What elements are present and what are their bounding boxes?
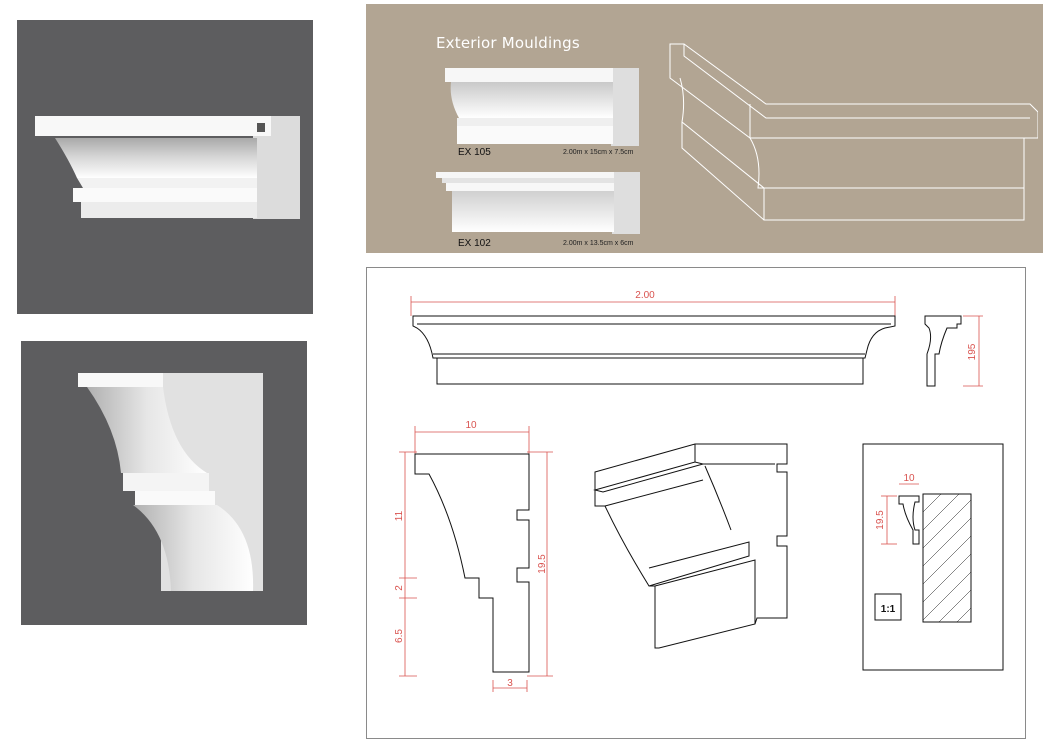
technical-drawing-svg: 2.00 195 10 11 2 6.5 19.5 3 10 19.5 [394, 290, 1004, 692]
dim-profile-mid: 2 [394, 585, 405, 591]
isometric-3d [593, 443, 788, 649]
product-code-ex105: EX 105 [458, 147, 491, 158]
product-swatch-ex102 [436, 172, 640, 234]
dim-profile-lower: 6.5 [394, 629, 405, 643]
front-elevation [412, 315, 896, 359]
detail-wall [922, 493, 972, 623]
product-swatch-ex105 [445, 68, 639, 146]
dim-detail-height: 19.5 [875, 510, 886, 530]
dim-profile-upper: 11 [394, 510, 405, 521]
detail-scale-box [874, 593, 902, 621]
dim-front-length: 2.00 [635, 290, 655, 301]
bracket-render-illustration [78, 373, 263, 591]
dim-profile-bottom: 3 [507, 678, 513, 689]
dim-profile-top: 10 [465, 420, 477, 431]
dim-profile-total: 19.5 [537, 554, 548, 574]
corner-moulding-lineart [669, 43, 1038, 221]
product-code-ex102: EX 102 [458, 238, 491, 249]
cornice-render-illustration [35, 116, 300, 219]
dim-detail-width: 10 [903, 473, 915, 484]
render-panel-top [17, 20, 313, 314]
product-spec-ex102: 2.00m x 13.5cm x 6cm [563, 240, 634, 247]
detail-profile [898, 495, 920, 545]
brochure-panel: Exterior Mouldings EX 105 2.00m x 15cm x… [366, 4, 1043, 253]
detail-scale-label: 1:1 [881, 604, 896, 615]
dim-side-height: 195 [967, 343, 978, 360]
side-elevation [924, 315, 962, 387]
render-panel-bottom [21, 341, 307, 625]
detail-frame [862, 443, 1004, 671]
product-spec-ex105: 2.00m x 15cm x 7.5cm [563, 149, 634, 156]
profile-section [414, 453, 530, 673]
technical-drawing-sheet: 2.00 195 10 11 2 6.5 19.5 3 10 19.5 [366, 267, 1026, 739]
brochure-title: Exterior Mouldings [436, 34, 580, 52]
